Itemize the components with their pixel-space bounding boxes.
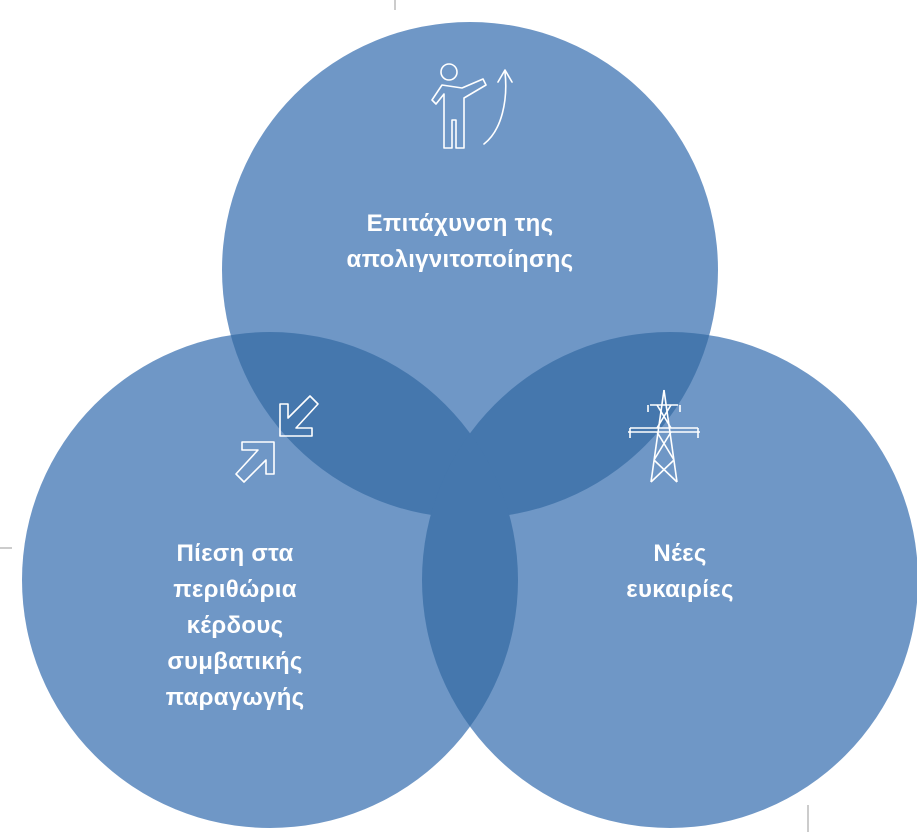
label-left-line-4: συμβατικής bbox=[167, 648, 303, 675]
label-top-line-2: απολιγνιτοποίησης bbox=[346, 246, 574, 273]
label-top-line-1: Επιτάχυνση της bbox=[366, 210, 554, 237]
person-pointing-growth-arrow-icon bbox=[431, 63, 513, 149]
overlap-top-right bbox=[422, 332, 718, 518]
label-left-circle: Πίεση στα περιθώρια κέρδους συμβατικής π… bbox=[110, 536, 360, 716]
label-left-line-5: παραγωγής bbox=[165, 684, 305, 711]
crop-marks bbox=[0, 0, 809, 832]
label-left-line-3: κέρδους bbox=[186, 612, 284, 639]
power-transmission-tower-icon bbox=[628, 389, 700, 483]
label-top-circle: Επιτάχυνση της απολιγνιτοποίησης bbox=[300, 206, 620, 278]
label-right-line-2: ευκαιρίες bbox=[626, 576, 734, 603]
label-left-line-1: Πίεση στα bbox=[176, 540, 294, 567]
overlap-top-left bbox=[222, 332, 518, 518]
label-right-circle: Νέες ευκαιρίες bbox=[570, 536, 790, 608]
label-right-line-1: Νέες bbox=[653, 540, 707, 567]
compress-arrows-icon bbox=[235, 395, 319, 483]
label-left-line-2: περιθώρια bbox=[173, 576, 297, 603]
